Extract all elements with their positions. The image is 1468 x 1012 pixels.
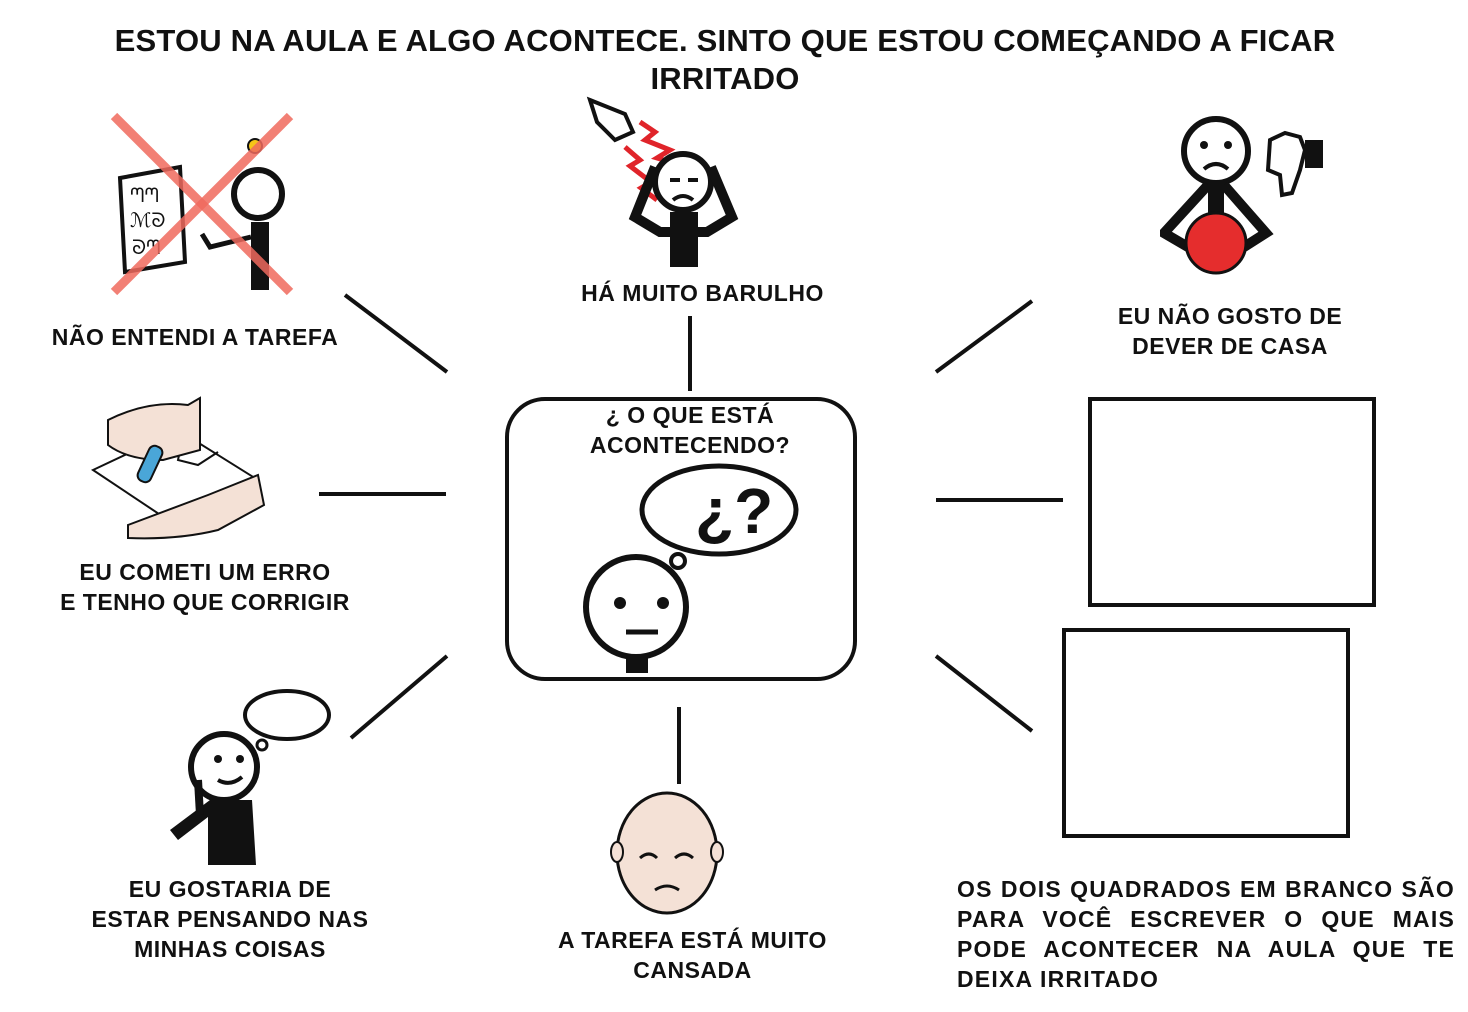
daydreaming-icon — [170, 689, 331, 865]
thought-text: ¿? — [695, 475, 773, 547]
label-homework: EU NÃO GOSTO DE DEVER DE CASA — [1117, 303, 1343, 359]
connector-top-left — [343, 293, 449, 374]
tired-face-icon — [610, 791, 724, 915]
label-task-not-understood: NÃO ENTENDI A TAREFA — [51, 324, 339, 350]
label-tiring-task: A TAREFA ESTÁ MUITO CANSADA — [558, 927, 827, 983]
svg-text:ℳᘐ: ℳᘐ — [130, 208, 165, 232]
connector-bottom-left — [349, 654, 449, 740]
connector-bottom-right — [934, 654, 1034, 733]
label-noise: HÁ MUITO BARULHO — [581, 280, 824, 306]
blank-box-1[interactable] — [1088, 397, 1376, 607]
center-question: ¿ O QUE ESTÁ ACONTECENDO? — [589, 402, 791, 458]
label-own-thoughts: EU GOSTARIA DE ESTAR PENSANDO NAS MINHAS… — [91, 876, 369, 962]
label-mistake: EU COMETI UM ERRO E TENHO QUE CORRIGIR — [60, 559, 350, 615]
correcting-mistake-icon — [90, 396, 266, 540]
dislike-homework-icon — [1160, 116, 1323, 275]
instructions-text: OS DOIS QUADRADOS EM BRANCO SÃO PARA VOC… — [957, 876, 1455, 992]
thinking-face-icon: ¿? — [583, 463, 799, 673]
center-box — [505, 397, 857, 681]
svg-text:ᘉᘉ: ᘉᘉ — [130, 183, 159, 207]
noise-icon — [586, 96, 739, 267]
task-not-understood-icon: ᘉᘉ ℳᘐ ᘐᘉ — [110, 112, 294, 296]
page-title: ESTOU NA AULA E ALGO ACONTECE. SINTO QUE… — [114, 23, 1336, 96]
connector-top-right — [934, 299, 1034, 374]
blank-box-2[interactable] — [1062, 628, 1350, 838]
